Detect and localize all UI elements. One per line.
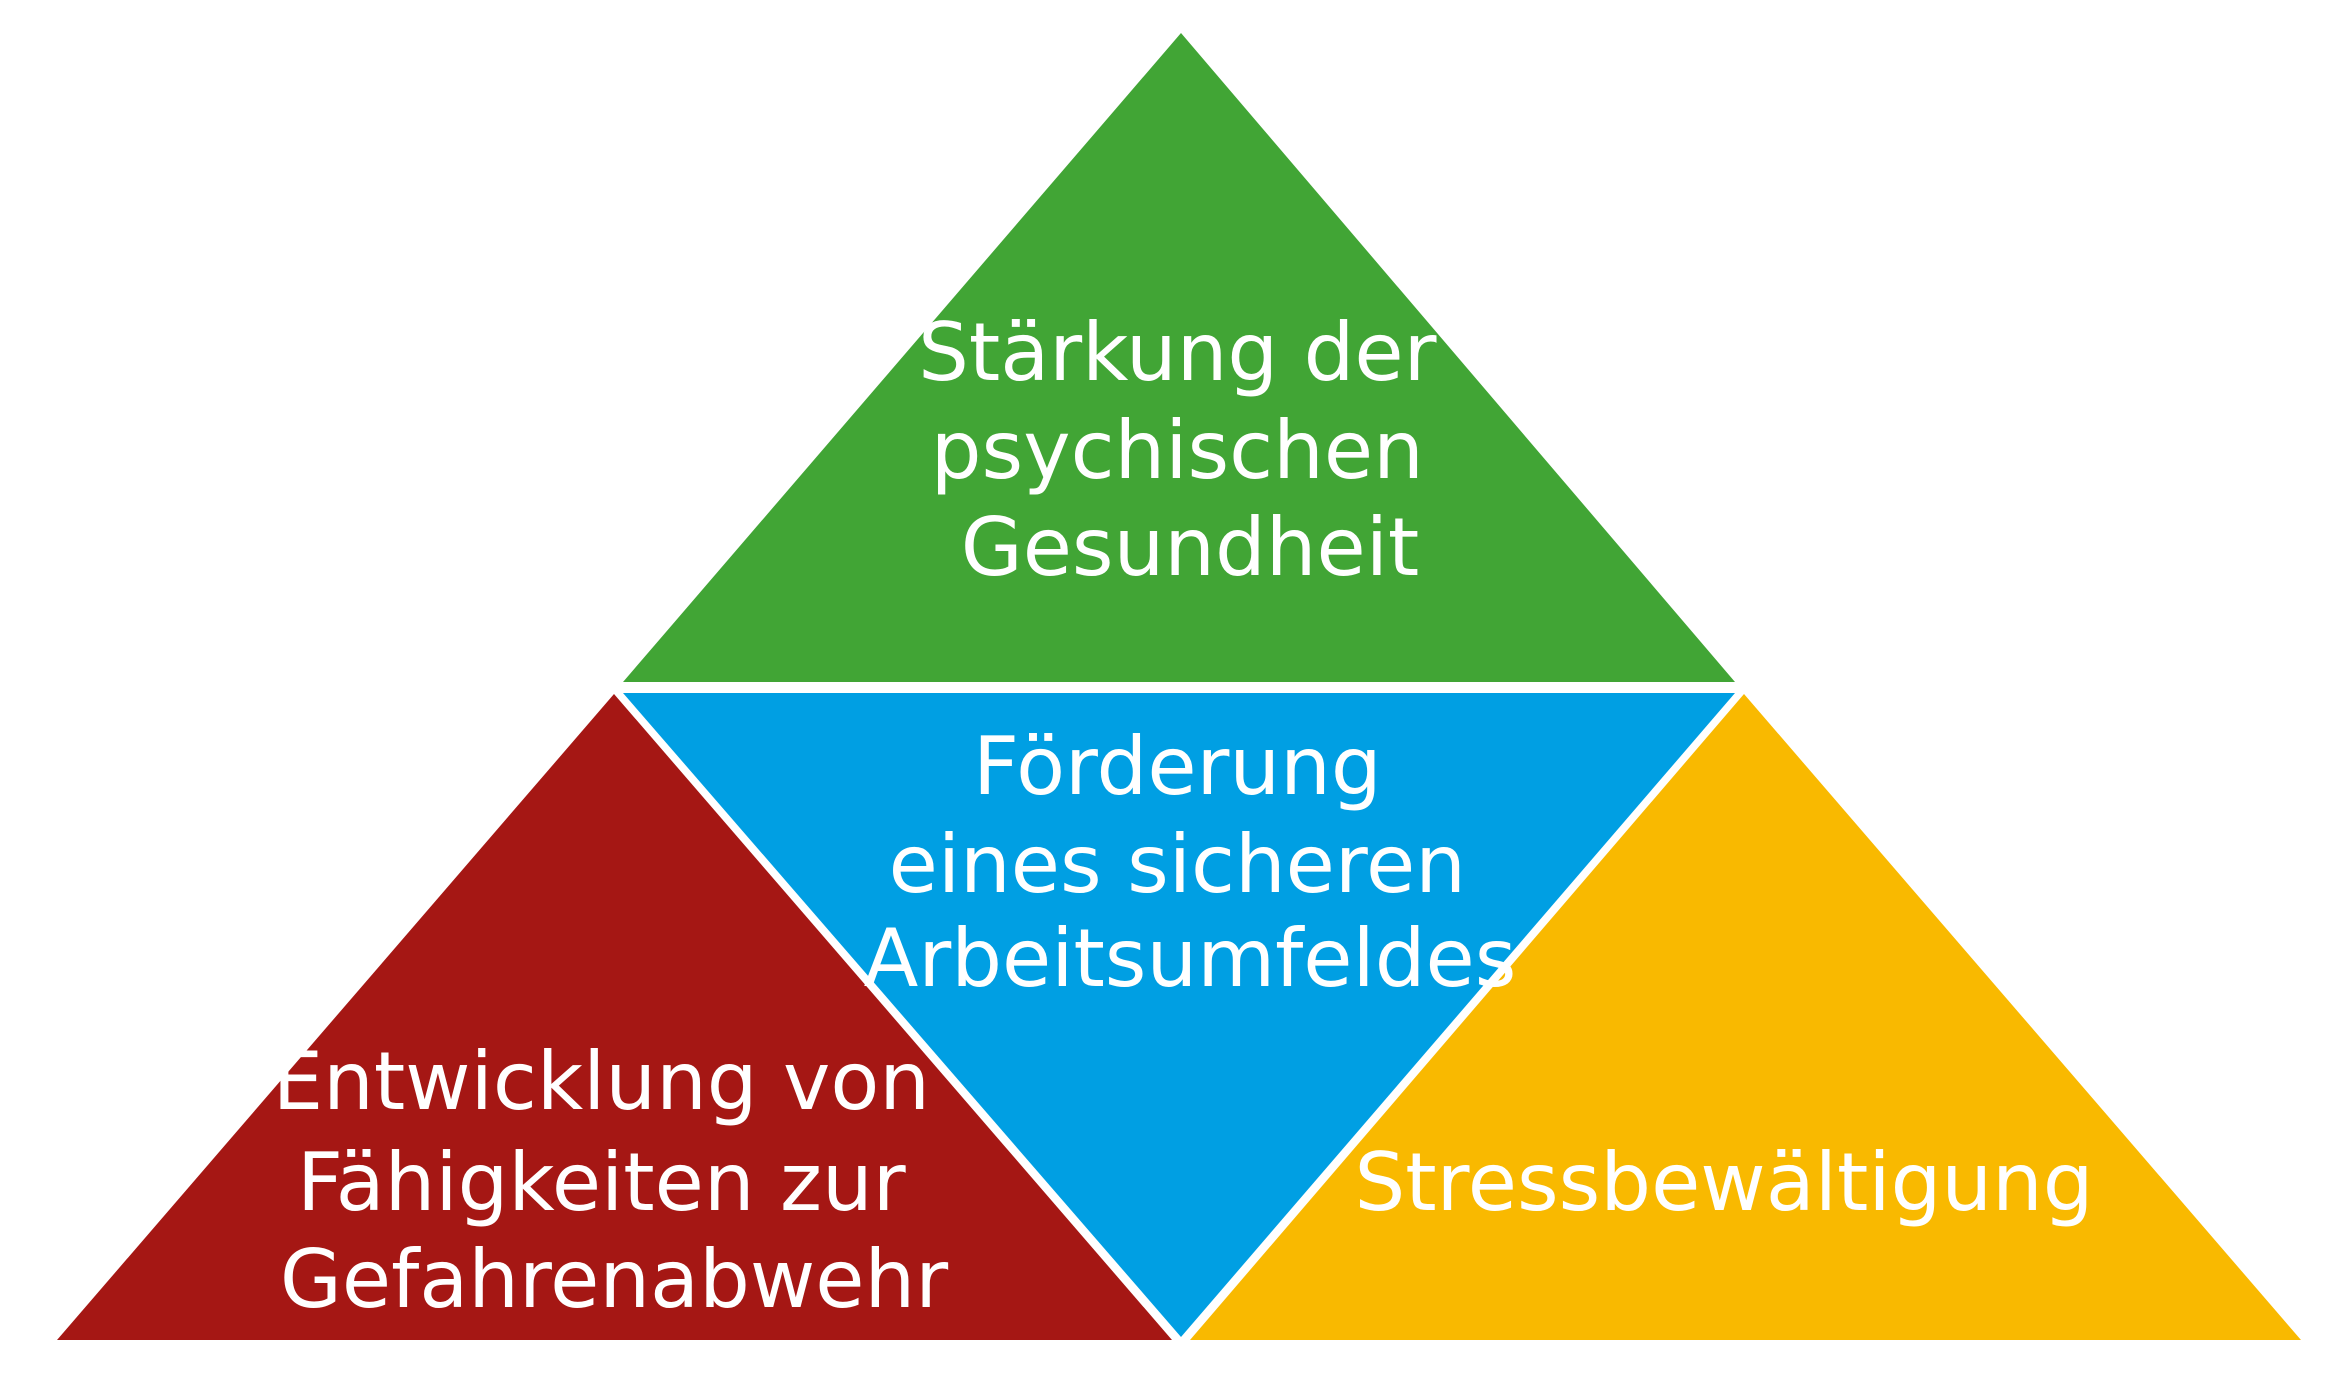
label-line: Entwicklung von	[273, 1035, 930, 1128]
top-triangle-green	[623, 33, 1735, 682]
label-line: psychischen	[931, 404, 1424, 497]
top-triangle-label: Stärkung der psychischen Gesundheit	[918, 306, 1462, 594]
right-triangle-label: Stressbewältigung	[1354, 1136, 2093, 1229]
left-triangle-label: Entwicklung von Fähigkeiten zur Gefahren…	[273, 1035, 956, 1326]
label-line: Fähigkeiten zur	[297, 1136, 906, 1229]
label-line: Förderung	[973, 720, 1382, 813]
label-line: Gesundheit	[961, 501, 1420, 594]
label-line: Stärkung der	[918, 306, 1437, 399]
label-line: eines sicheren	[889, 818, 1466, 911]
center-triangle-label: Förderung eines sicheren Arbeitsumfeldes	[864, 720, 1517, 1005]
center-triangle-blue	[623, 693, 1735, 1337]
label-line: Gefahrenabwehr	[280, 1233, 948, 1326]
left-triangle-red	[57, 694, 1172, 1340]
label-line: Arbeitsumfeldes	[864, 912, 1517, 1005]
right-triangle-yellow	[1190, 694, 2301, 1340]
label-line: Stressbewältigung	[1354, 1136, 2093, 1229]
